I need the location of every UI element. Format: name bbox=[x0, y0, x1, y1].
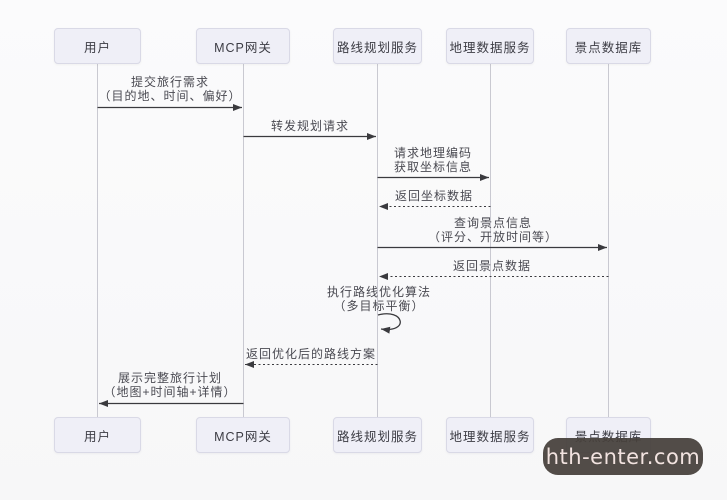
actor-top-route-planning: 路线规划服务 bbox=[333, 28, 422, 64]
actor-label: 路线规划服务 bbox=[336, 429, 418, 444]
watermark-badge: hth-enter.com bbox=[543, 438, 703, 475]
message-label-forward-request: 转发规划请求 bbox=[270, 119, 350, 133]
watermark-text: hth-enter.com bbox=[545, 444, 701, 469]
actor-top-geo-data: 地理数据服务 bbox=[446, 28, 534, 64]
actor-bottom-geo-data: 地理数据服务 bbox=[446, 417, 534, 453]
message-label-self-loop-optimize: 执行路线优化算法 （多目标平衡） bbox=[326, 285, 432, 313]
arrow-self-loop-optimize bbox=[377, 313, 401, 334]
actor-label: 地理数据服务 bbox=[449, 429, 531, 444]
message-label-return-route-plan: 返回优化后的路线方案 bbox=[245, 347, 377, 361]
actor-label: 景点数据库 bbox=[574, 40, 643, 55]
actor-label: 用户 bbox=[83, 40, 111, 55]
message-label-request-geocode: 请求地理编码 获取坐标信息 bbox=[393, 146, 473, 174]
actor-bottom-user: 用户 bbox=[54, 417, 141, 453]
actor-label: MCP网关 bbox=[214, 429, 272, 444]
message-label-submit-request: 提交旅行需求 （目的地、时间、偏好） bbox=[98, 75, 242, 103]
message-label-return-poi: 返回景点数据 bbox=[452, 259, 532, 273]
actor-top-mcp-gateway: MCP网关 bbox=[196, 28, 290, 64]
actor-label: MCP网关 bbox=[214, 40, 272, 55]
actor-label: 用户 bbox=[83, 429, 111, 444]
actor-bottom-mcp-gateway: MCP网关 bbox=[196, 417, 290, 453]
message-label-query-poi: 查询景点信息 （评分、开放时间等） bbox=[427, 216, 559, 244]
actor-bottom-route-planning: 路线规划服务 bbox=[333, 417, 422, 453]
actor-label: 路线规划服务 bbox=[336, 40, 418, 55]
message-label-show-plan: 展示完整旅行计划 （地图+时间轴+详情） bbox=[103, 371, 237, 399]
actor-top-user: 用户 bbox=[54, 28, 141, 64]
actor-label: 地理数据服务 bbox=[449, 40, 531, 55]
message-label-return-coords: 返回坐标数据 bbox=[394, 189, 474, 203]
actor-top-poi-db: 景点数据库 bbox=[566, 28, 651, 64]
